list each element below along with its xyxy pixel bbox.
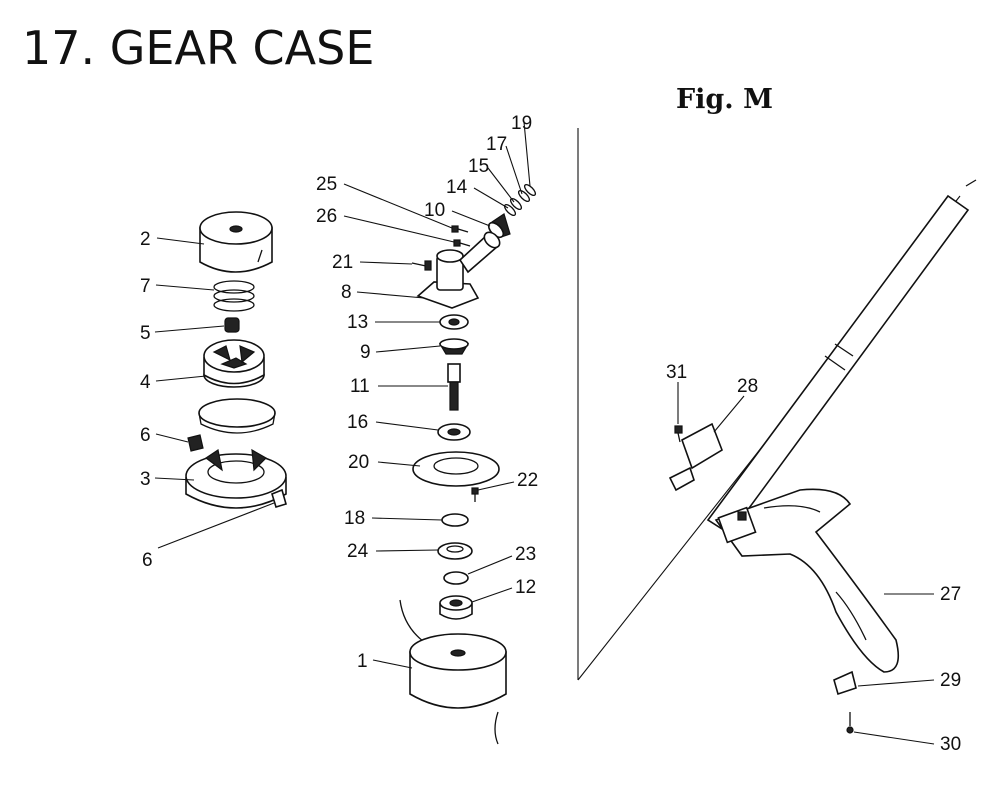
page-title: 17. GEAR CASE [22, 21, 374, 75]
callout-10: 10 [424, 200, 445, 221]
callout-6-upper: 6 [140, 425, 151, 446]
callout-5: 5 [140, 323, 151, 344]
part-6-clip-upper [187, 434, 204, 452]
part-3-spool-base [185, 448, 287, 509]
callout-6-lower: 6 [142, 550, 153, 571]
callout-17: 17 [486, 134, 507, 155]
callout-22: 22 [517, 470, 538, 491]
callout-19: 19 [511, 113, 532, 134]
callout-28: 28 [737, 376, 758, 397]
callout-26: 26 [316, 206, 337, 227]
callout-13: 13 [347, 312, 368, 333]
part-7-spring [213, 280, 255, 312]
part-9-bevel-gear [438, 338, 470, 355]
drive-shaft-tube [706, 179, 977, 536]
part-27-handle [714, 488, 900, 673]
part-25-screw [451, 225, 469, 233]
part-2-spool-cover [199, 211, 273, 273]
part-31-screw [674, 425, 683, 443]
callout-23: 23 [515, 544, 536, 565]
callout-11: 11 [350, 376, 370, 397]
frame-lines [577, 128, 961, 681]
part-28-clamp [668, 422, 723, 492]
part-11-shaft [447, 363, 461, 411]
part-23-washer [443, 571, 469, 585]
part-13-bearing [439, 314, 469, 330]
part-29-bracket [833, 670, 857, 696]
part-4-spool [203, 339, 265, 388]
callout-27: 27 [940, 584, 961, 605]
callout-14: 14 [446, 177, 468, 198]
part-21-bolt [411, 260, 432, 271]
part-12-holder [439, 595, 473, 620]
callout-15: 15 [468, 156, 489, 177]
part-5-bushing [224, 317, 240, 333]
part-24-spacer [437, 542, 473, 560]
spool-housing-ring [198, 398, 276, 434]
callout-9: 9 [360, 342, 371, 363]
callout-7: 7 [140, 276, 151, 297]
part-1-spool-assembly [399, 599, 507, 745]
callout-25: 25 [316, 174, 337, 195]
callout-30: 30 [940, 734, 961, 755]
callout-16: 16 [347, 412, 368, 433]
part-18-snap-ring [441, 513, 469, 527]
callout-2: 2 [140, 229, 151, 250]
part-26-screw [453, 239, 471, 247]
callout-18: 18 [344, 508, 365, 529]
callout-20: 20 [348, 452, 369, 473]
callout-1: 1 [357, 651, 368, 672]
figure-label: Fig. M [676, 84, 773, 115]
callout-31: 31 [666, 362, 687, 383]
callout-24: 24 [347, 541, 369, 562]
callout-21: 21 [332, 252, 353, 273]
part-19-17-15-14-washers [503, 183, 537, 217]
part-22-screw [471, 487, 479, 502]
callout-29: 29 [940, 670, 961, 691]
callout-3: 3 [140, 469, 151, 490]
callout-8: 8 [341, 282, 352, 303]
part-30-screw [846, 712, 854, 734]
part-8-gear-case [416, 231, 501, 309]
leader-lines [154, 121, 935, 745]
part-6-clip-lower [271, 488, 287, 508]
callout-4: 4 [140, 372, 151, 393]
callout-12: 12 [515, 577, 536, 598]
part-16-bearing [437, 423, 471, 441]
part-20-cover-plate [412, 451, 500, 487]
